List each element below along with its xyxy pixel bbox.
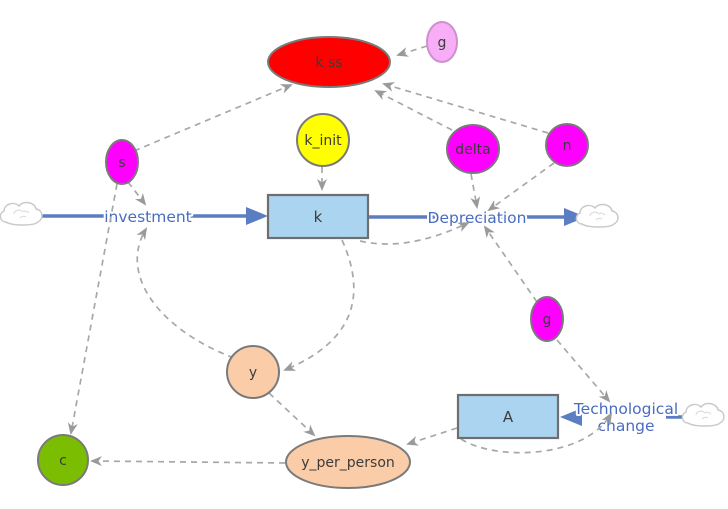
link-y-per-person-to-c[interactable] <box>90 456 286 467</box>
link-y-to-investment[interactable] <box>136 227 235 359</box>
link-k-to-y[interactable] <box>283 239 355 371</box>
node-y[interactable]: y <box>226 345 280 399</box>
node-c-label: c <box>59 453 67 469</box>
stock-a[interactable]: A <box>456 393 560 440</box>
investment-flow-arrowhead <box>246 207 268 225</box>
node-s[interactable]: s <box>105 139 139 185</box>
node-g-top[interactable]: g <box>426 21 458 63</box>
link-g-top-to-k-ss[interactable] <box>396 45 428 57</box>
node-g-mid-label: g <box>543 312 552 328</box>
tech-change-flow-label-line2: change <box>597 417 654 435</box>
link-y-to-y-per-person[interactable] <box>268 392 316 437</box>
node-k-init-circle <box>296 113 350 167</box>
link-delta-to-depreciation[interactable] <box>470 173 481 209</box>
node-y-per-person-label: y_per_person <box>301 455 395 471</box>
flow-investment[interactable]: investment <box>40 206 268 228</box>
node-c[interactable]: c <box>37 434 89 486</box>
node-n-label: n <box>563 138 572 154</box>
node-k-ss-ellipse <box>267 36 391 88</box>
cloud-icon-tech-change-source <box>681 402 725 427</box>
cloud-icon-depreciation-sink <box>575 203 619 228</box>
investment-flow-label: investment <box>104 208 192 226</box>
node-s-ellipse <box>105 139 139 185</box>
flow-depreciation[interactable]: Depreciation <box>368 207 586 229</box>
node-y-per-person-ellipse <box>285 435 411 489</box>
node-y-per-person[interactable]: y_per_person <box>285 435 411 489</box>
link-n-to-depreciation[interactable] <box>487 162 555 212</box>
link-a-to-tech-change[interactable] <box>460 412 613 454</box>
link-a-to-y-per-person[interactable] <box>406 427 458 446</box>
node-g-mid-ellipse <box>530 296 564 342</box>
stock-k-label: k <box>314 208 323 226</box>
node-k-ss-label: k ss <box>315 55 342 71</box>
depreciation-flow-label: Depreciation <box>428 209 527 227</box>
link-k-to-depreciation[interactable] <box>359 222 470 245</box>
depreciation-flow-arrowhead <box>564 208 586 226</box>
node-n-circle <box>545 123 589 167</box>
tech-change-flow-arrowhead <box>560 408 582 426</box>
node-delta[interactable]: delta <box>446 124 500 174</box>
cloud-icon-investment-source <box>0 201 43 226</box>
node-g-top-label: g <box>438 35 447 51</box>
flow-tech-change[interactable]: Technological change <box>560 398 686 437</box>
stock-k-rect <box>266 193 370 240</box>
node-delta-ellipse <box>446 124 500 174</box>
link-g-to-tech-change[interactable] <box>556 339 611 403</box>
tech-change-flow-label-line1: Technological <box>573 400 678 418</box>
node-s-label: s <box>118 155 125 171</box>
link-s-to-investment[interactable] <box>127 181 147 206</box>
node-k-init[interactable]: k_init <box>296 113 350 167</box>
node-delta-label: delta <box>455 142 490 158</box>
stock-a-rect <box>456 393 560 440</box>
stock-a-label: A <box>503 408 514 426</box>
link-delta-to-k-ss[interactable] <box>374 90 453 131</box>
node-k-ss[interactable]: k ss <box>267 36 391 88</box>
node-y-circle <box>226 345 280 399</box>
node-c-circle <box>37 434 89 486</box>
link-g-to-depreciation[interactable] <box>483 225 538 303</box>
link-s-to-k-ss[interactable] <box>133 84 293 152</box>
node-n[interactable]: n <box>545 123 589 167</box>
node-g-top-ellipse <box>426 21 458 63</box>
node-y-label: y <box>249 365 257 381</box>
stock-k[interactable]: k <box>266 193 370 240</box>
node-g-mid[interactable]: g <box>530 296 564 342</box>
link-s-to-c[interactable] <box>67 183 118 435</box>
node-k-init-label: k_init <box>304 133 342 149</box>
